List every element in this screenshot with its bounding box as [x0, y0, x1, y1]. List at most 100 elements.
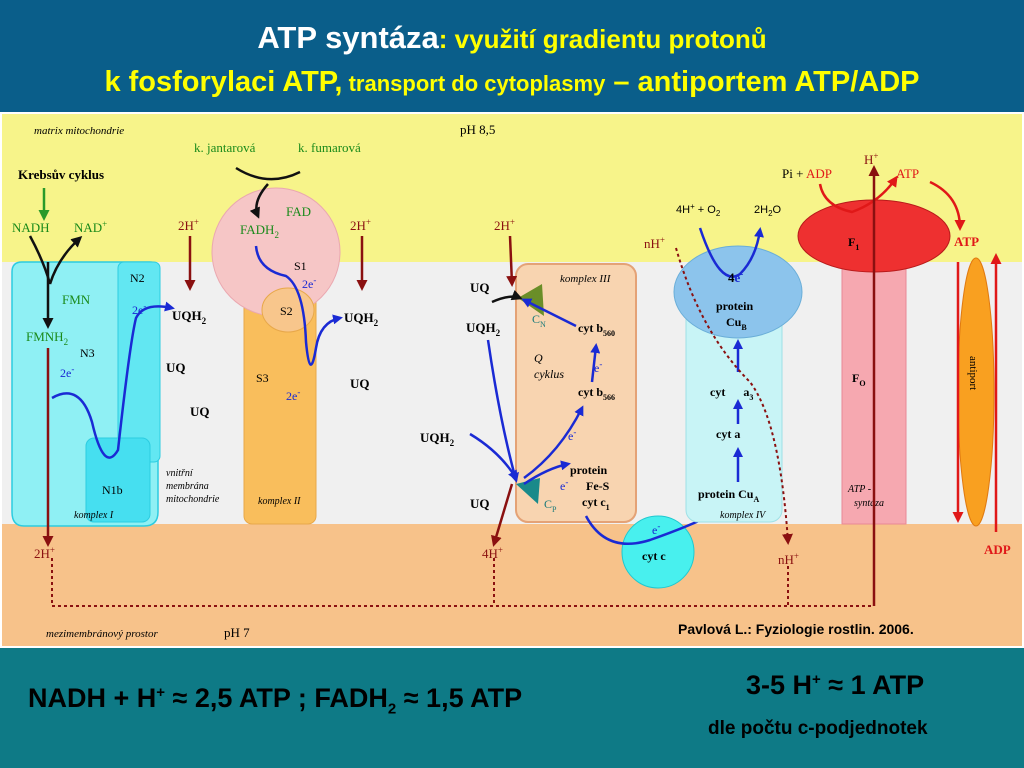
e-iii-3-sup: -: [565, 477, 568, 487]
intermembrane-region: [2, 524, 1022, 646]
n3-label: N3: [80, 346, 95, 360]
cub-label: CuB: [726, 315, 747, 332]
cyt-b566-label: cyt b566: [578, 385, 615, 402]
succinate-fumarate-arrow: [235, 166, 301, 216]
water-sub: 2: [768, 209, 773, 218]
e-ii-1-text: 2e: [302, 277, 313, 291]
nad-sup: +: [102, 219, 107, 229]
o2-reaction-plus: + O: [695, 204, 717, 216]
cyt-b566-sub: 566: [603, 393, 615, 402]
e-ii-1-label: 2e-: [302, 275, 316, 291]
proton-top-1-text: 2H: [178, 218, 194, 233]
complex-3-label: komplex III: [560, 273, 612, 285]
synthesis-arrow: [818, 175, 898, 214]
synthase-label-b: syntáza: [854, 498, 884, 509]
q-cycle-1: Q: [534, 351, 543, 365]
uqh2-2-label: UQH2: [344, 310, 379, 328]
proton-bottom-1: 2H+: [34, 545, 55, 561]
o2-reaction: 4H+ + O2: [676, 202, 721, 218]
nh-top-text: nH: [644, 236, 660, 251]
inner-membrane-label: vnitřní membrána mitochondrie: [166, 468, 220, 505]
o2-reaction-sub: 2: [716, 209, 721, 218]
proton-top-1: 2H+: [178, 217, 199, 233]
n1b-label: N1b: [102, 483, 123, 497]
cp-site: [516, 478, 540, 504]
e4-e: e: [735, 270, 741, 285]
e-left-label: 2e-: [60, 364, 74, 380]
uqh2-iii-bottom-sub: 2: [450, 438, 455, 448]
cyt-a-label: cyt a: [716, 427, 740, 441]
cp-label: CP: [544, 497, 557, 514]
e4-num: 4: [728, 270, 735, 285]
summary-right-1: 3-5 H+ ≈ 1 ATP: [746, 670, 924, 701]
e4-sup: -: [740, 269, 743, 279]
e-iii-1-sup: -: [599, 359, 602, 369]
cyt-c: e- cyt c: [584, 510, 721, 589]
uqh2-2-text: UQH: [344, 310, 374, 325]
f1-label: F1: [848, 235, 859, 252]
e-iii-3-text: e: [560, 479, 565, 493]
cyt-c1-text: cyt c: [582, 495, 606, 509]
e-left-text: 2e: [60, 366, 71, 380]
pi-adp-label: Pi + ADP: [782, 166, 832, 181]
q-cycle-path-a: [491, 289, 523, 304]
uq-iii-top: UQ: [470, 280, 490, 295]
succinate-label: k. jantarová: [194, 140, 256, 155]
n2-cluster: [117, 261, 161, 463]
uqh2-1-label: UQH2: [172, 308, 207, 326]
o2-reduction-arrow: [698, 227, 764, 278]
title-sub: : využití gradientu protonů: [438, 24, 767, 54]
q-cycle-path-f: [521, 298, 577, 328]
e-iii-1: e-: [594, 359, 602, 375]
q-cycle-path-c: [469, 432, 518, 481]
e-iii-2: e-: [568, 427, 576, 443]
title-main: ATP syntáza: [257, 20, 439, 55]
proton-iii-bottom-arrow: [491, 483, 514, 547]
h-label: H+: [864, 151, 878, 167]
summary-left-c: ≈ 1,5 ATP: [396, 683, 523, 713]
proton-iii-bottom: 4H+: [482, 545, 503, 561]
adp-top-text: ADP: [806, 166, 832, 181]
uqh2-2-sub: 2: [374, 318, 379, 328]
h-text: H: [864, 152, 873, 167]
cn-text: C: [532, 312, 540, 326]
proton-return-line: [51, 558, 874, 607]
summary-right-a: 3-5 H: [746, 670, 813, 700]
cub-protein: protein: [716, 299, 753, 313]
proton-iii-top-sup: +: [510, 217, 515, 227]
atp-top-label: ATP: [896, 166, 919, 181]
matrix-label: matrix mitochondrie: [34, 125, 124, 137]
cub-sub: B: [741, 323, 747, 332]
complex-2-label: komplex II: [258, 496, 301, 507]
atp-synthase: F1 FO ATP - syntáza H+ Pi + ADP ATP ATP …: [782, 151, 1011, 606]
fes-protein-label: protein: [570, 463, 607, 477]
f1-text: F: [848, 235, 855, 249]
e-right-label: 2e-: [132, 301, 146, 317]
water-product: 2H2O: [754, 204, 782, 218]
uqh2-iii-top: UQH2: [466, 320, 501, 338]
fmnh-sub: 2: [64, 337, 69, 347]
fadh2-label: FADH2: [240, 222, 279, 240]
summary-right-sup: +: [812, 671, 821, 688]
ph-space-label: pH 7: [224, 625, 250, 640]
inner-membrane-line-2: membrána: [166, 481, 209, 492]
cp-sub: P: [552, 505, 557, 514]
summary-left: NADH + H+ ≈ 2,5 ATP ; FADH2 ≈ 1,5 ATP: [28, 683, 522, 717]
proton-iii-top: 2H+: [494, 217, 515, 233]
fmn-label: FMN: [62, 292, 91, 307]
atp-right-label: ATP: [954, 234, 979, 249]
o2-reaction-sup: +: [690, 202, 695, 211]
pi-text: Pi +: [782, 166, 806, 181]
summary-left-sup: +: [156, 684, 166, 701]
synthase-label-a: ATP -: [847, 484, 871, 495]
complex-4-label: komplex IV: [720, 510, 767, 521]
cp-text: C: [544, 497, 552, 511]
ph-matrix-label: pH 8,5: [460, 122, 495, 137]
proton-bottom-1-sup: +: [50, 545, 55, 555]
q-cycle-2: cyklus: [534, 367, 564, 381]
h-sup: +: [873, 151, 878, 161]
nh-top-sup: +: [660, 235, 665, 245]
complex-1-label: komplex I: [74, 510, 114, 521]
title-line2-a: k fosforylaci ATP,: [104, 66, 343, 98]
